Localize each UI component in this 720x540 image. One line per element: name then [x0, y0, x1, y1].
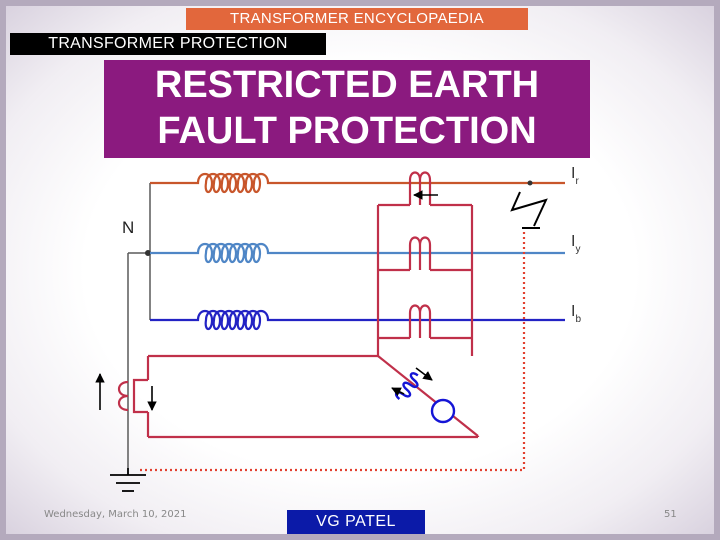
phase-b-label-main: I [571, 303, 575, 320]
phase-y-label: Iy [571, 233, 580, 255]
neutral-ct-icon [117, 378, 148, 414]
page-number: 51 [664, 509, 677, 520]
phase-r-label-main: I [571, 165, 575, 182]
current-transformer-icon [408, 171, 448, 340]
phase-y-line [150, 242, 565, 264]
phase-b-label: Ib [571, 303, 581, 325]
footer-date: Wednesday, March 10, 2021 [44, 509, 187, 520]
relay-icon [430, 398, 456, 424]
title-line-2: FAULT PROTECTION [157, 110, 537, 152]
ct-secondary-wiring [146, 203, 480, 439]
phase-b-label-sub: b [575, 314, 581, 325]
phase-y-label-sub: y [575, 244, 580, 255]
title-line-1: RESTRICTED EARTH [154, 64, 540, 106]
page-title: RESTRICTED EARTH FAULT PROTECTION [104, 62, 590, 158]
title-box [104, 60, 590, 158]
phase-b-line [150, 309, 565, 331]
earth-link [140, 232, 526, 472]
earth-icon [110, 468, 146, 492]
phase-r-winding [192, 172, 286, 194]
phase-y-winding [192, 242, 286, 264]
relay-arrow-1 [415, 367, 433, 381]
encyclopaedia-tab: TRANSFORMER ENCYCLOPAEDIA [186, 8, 528, 30]
phase-r-label-sub: r [575, 176, 579, 187]
neutral-bus [127, 183, 151, 468]
footer-author: VG PATEL [287, 510, 425, 534]
phase-r-label: Ir [571, 165, 579, 187]
section-tab: TRANSFORMER PROTECTION [10, 33, 326, 55]
phase-r-line [150, 172, 565, 194]
neutral-label: N [122, 218, 134, 237]
relay-arrow-2 [391, 387, 405, 397]
fault-icon [510, 191, 548, 229]
phase-y-label-main: I [571, 233, 575, 250]
phase-b-winding [192, 309, 286, 331]
